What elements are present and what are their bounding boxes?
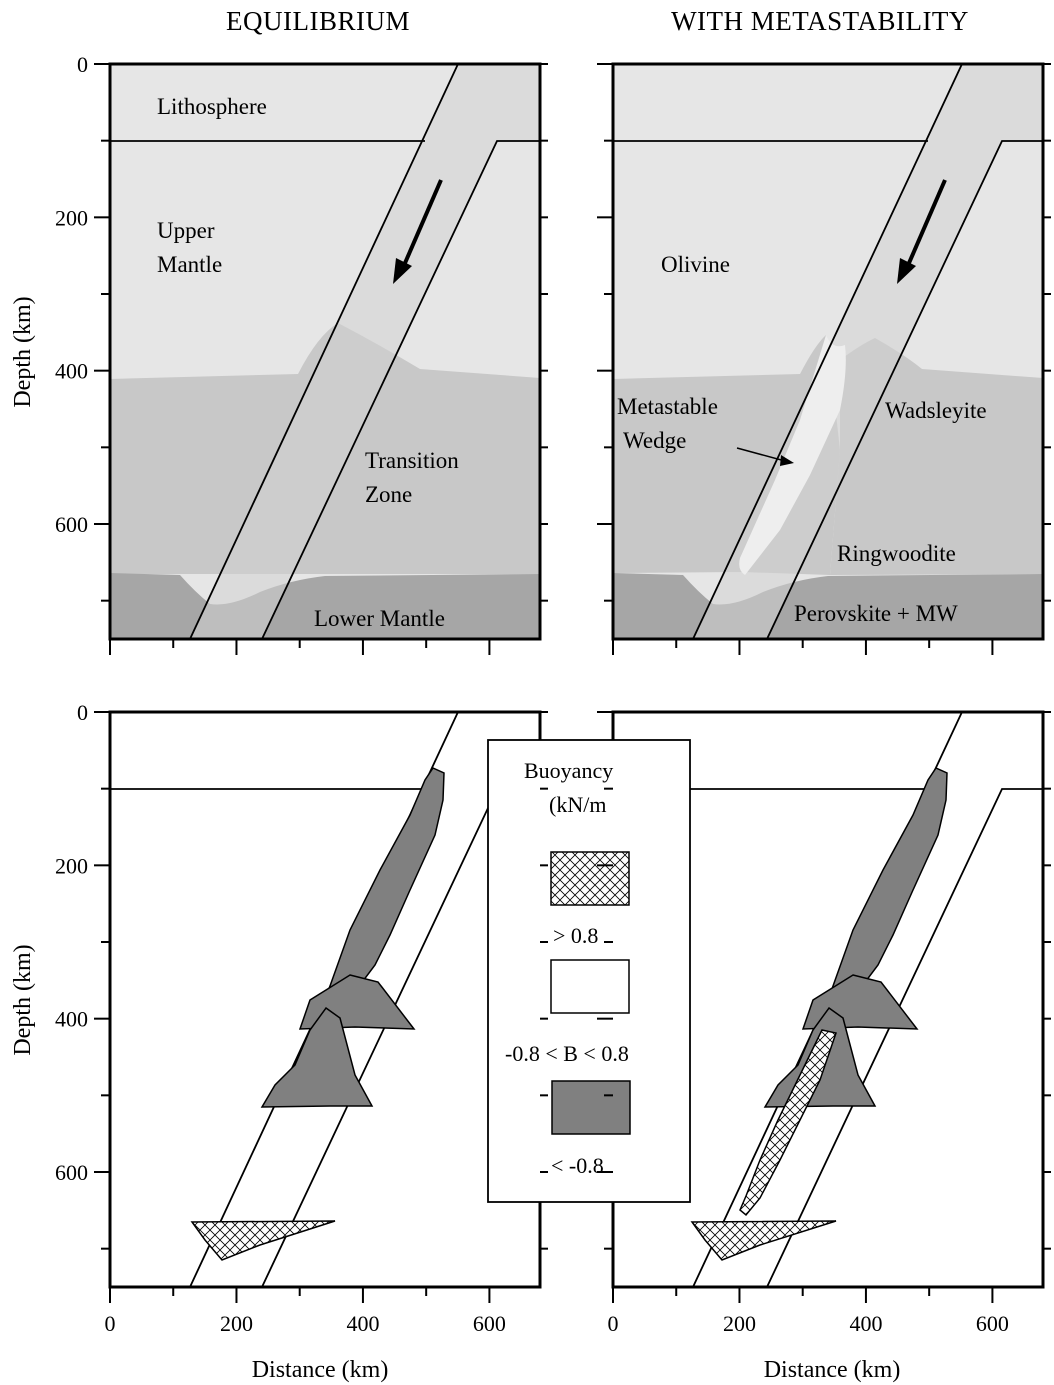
label-lower-mantle: Lower Mantle <box>314 606 445 631</box>
legend-label-high: > 0.8 <box>553 923 598 948</box>
label-wedge: Wedge <box>623 428 686 453</box>
negative-buoyancy-upper <box>323 767 445 1002</box>
axis-ticks: 0 200 400 600 0 200 400 600 0 200 400 600 0 200 400 600 <box>55 52 1051 1336</box>
xlabel-left: Distance (km) <box>252 1357 389 1383</box>
legend-swatch-high <box>550 851 630 906</box>
y-tick-label: 600 <box>55 1160 88 1185</box>
positive-buoyancy-base <box>190 1220 336 1261</box>
slab-bottom-line <box>766 788 1043 1288</box>
label-transition: Transition <box>365 448 459 473</box>
title-metastability: WITH METASTABILITY <box>671 6 969 36</box>
xlabel-right: Distance (km) <box>764 1357 901 1383</box>
panel-bottom-right <box>611 710 1045 1289</box>
label-olivine: Olivine <box>661 252 730 277</box>
label-wadsleyite: Wadsleyite <box>885 398 987 423</box>
legend: Buoyancy (kN/m > 0.8 -0.8 < B < 0.8 < -0… <box>487 739 691 1203</box>
legend-swatch-mid <box>550 959 630 1014</box>
x-tick-label: 0 <box>105 1311 116 1336</box>
slab-overlay <box>190 64 540 639</box>
negative-buoyancy-upper <box>826 767 948 1002</box>
positive-buoyancy-base <box>690 1220 837 1261</box>
y-tick-label: 0 <box>77 52 88 77</box>
panel-bottom-left <box>108 710 542 1289</box>
x-tick-label: 200 <box>723 1311 756 1336</box>
y-tick-label: 0 <box>77 700 88 725</box>
label-ringwoodite: Ringwoodite <box>837 541 956 566</box>
y-tick-label: 600 <box>55 512 88 537</box>
x-tick-label: 600 <box>976 1311 1009 1336</box>
subduction-arrow-head <box>393 258 412 284</box>
slab-top-line <box>692 63 963 640</box>
x-tick-label: 0 <box>608 1311 619 1336</box>
slab-bottom-line <box>261 140 540 640</box>
negative-buoyancy-lower <box>260 1006 374 1108</box>
ylabel-top: Depth (km) <box>10 296 36 407</box>
x-tick-label: 200 <box>220 1311 253 1336</box>
title-equilibrium: EQUILIBRIUM <box>226 6 410 36</box>
metastable-wedge <box>739 335 846 575</box>
panel-frame <box>108 62 542 641</box>
panel-top-right: Olivine Metastable Wedge Wadsleyite Ring… <box>611 62 1045 641</box>
x-tick-label: 400 <box>849 1311 882 1336</box>
legend-title-line2: (kN/m <box>549 792 606 817</box>
positive-buoyancy-wedge <box>739 1029 837 1217</box>
y-tick-label: 400 <box>55 359 88 384</box>
label-lithosphere: Lithosphere <box>157 94 267 119</box>
y-tick-label: 400 <box>55 1007 88 1032</box>
label-zone: Zone <box>365 482 412 507</box>
wedge-pointer-head <box>780 455 794 466</box>
panel-frame <box>611 62 1045 641</box>
label-upper: Upper <box>157 218 215 243</box>
wadsleyite-region <box>613 335 1043 575</box>
x-tick-label: 600 <box>473 1311 506 1336</box>
legend-label-mid: -0.8 < B < 0.8 <box>505 1041 629 1066</box>
label-metastable: Metastable <box>617 394 718 419</box>
label-perovskite: Perovskite + MW <box>794 601 958 626</box>
ylabel-bottom: Depth (km) <box>10 944 36 1055</box>
y-tick-label: 200 <box>55 205 88 230</box>
x-tick-label: 400 <box>346 1311 379 1336</box>
subduction-arrow-head <box>897 258 916 284</box>
legend-swatch-low <box>551 1080 631 1135</box>
legend-title-line1: Buoyancy <box>524 758 613 783</box>
subduction-arrow <box>400 179 443 271</box>
legend-label-low: < -0.8 <box>551 1153 604 1178</box>
slab-top-line <box>189 63 459 640</box>
subduction-arrow <box>904 179 947 271</box>
slab-bottom-line <box>766 140 1043 640</box>
wedge-pointer-line <box>736 447 786 462</box>
label-mantle: Mantle <box>157 252 222 277</box>
y-tick-label: 200 <box>55 853 88 878</box>
panel-top-left: Lithosphere Upper Mantle Transition Zone… <box>108 62 542 641</box>
